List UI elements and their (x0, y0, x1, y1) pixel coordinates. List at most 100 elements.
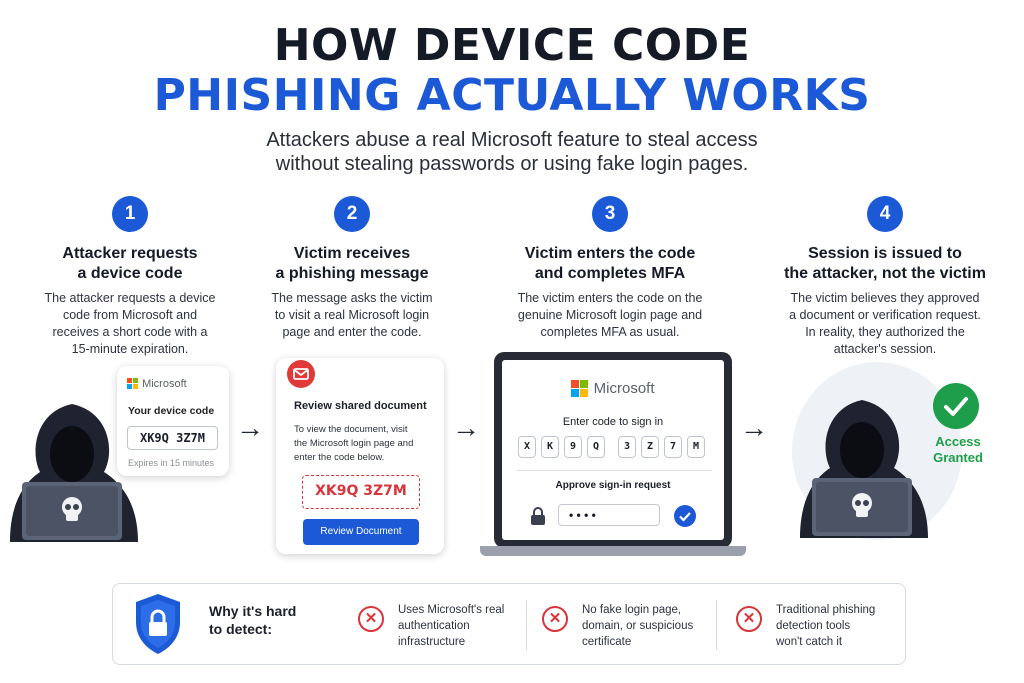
code-char-input[interactable]: K (541, 436, 559, 458)
step-desc-line: code from Microsoft and (62, 308, 198, 322)
reason-2: No fake login page, domain, or suspiciou… (582, 602, 693, 650)
phishing-email-card: Review shared document To view the docum… (276, 358, 444, 554)
code-char-input[interactable]: M (687, 436, 705, 458)
phishing-code: XK9Q 3Z7M (302, 475, 420, 509)
step-desc-line: genuine Microsoft login page and (517, 308, 703, 322)
reason-line: infrastructure (398, 636, 466, 648)
device-code-label: Your device code (128, 405, 215, 417)
email-title: Review shared document (294, 400, 427, 412)
access-line: Granted (933, 450, 983, 465)
step-desc-line: The attacker requests a device (44, 291, 216, 305)
step-title-line: a device code (77, 265, 183, 282)
step-title-line: Victim receives (293, 245, 411, 262)
step-desc-line: attacker's session. (833, 342, 937, 356)
hacker-illustration-left (10, 404, 138, 542)
step-number-badge: 3 (592, 196, 628, 232)
step-1: 1 Attacker requests a device code The at… (30, 196, 230, 358)
code-char-input[interactable]: 7 (664, 436, 682, 458)
review-document-button[interactable]: Review Document (303, 519, 419, 545)
subtitle-line2: without stealing passwords or using fake… (275, 153, 749, 175)
ms-brand-text: Microsoft (593, 380, 655, 397)
laptop: Microsoft Enter code to sign in X K 9 Q … (494, 352, 732, 548)
divider (716, 600, 717, 650)
code-char-input[interactable]: Z (641, 436, 659, 458)
microsoft-logo-icon (571, 380, 589, 398)
email-body: To view the document, visit the Microsof… (294, 423, 413, 465)
step-description: The victim enters the code on the genuin… (490, 290, 730, 341)
step-desc-line: The victim enters the code on the (517, 291, 703, 305)
code-input-row: X K 9 Q 3 Z 7 M (518, 436, 712, 460)
mail-icon (287, 360, 315, 388)
step-title-line: Session is issued to (808, 245, 962, 262)
reason-line: domain, or suspicious (582, 620, 694, 632)
email-body-line: enter the code below. (294, 452, 385, 463)
reason-line: No fake login page, (582, 604, 682, 616)
ms-brand: Microsoft (502, 380, 724, 398)
step-title: Victim receives a phishing message (252, 244, 452, 284)
step-title-line: a phishing message (275, 265, 429, 282)
step-3: 3 Victim enters the code and completes M… (490, 196, 730, 341)
divider (526, 600, 527, 650)
step-desc-line: a document or verification request. (789, 308, 981, 322)
step-desc-line: receives a short code with a (52, 325, 208, 339)
x-circle-icon: ✕ (736, 606, 762, 632)
step-desc-line: In reality, they authorized the (805, 325, 965, 339)
code-char-input[interactable]: X (518, 436, 536, 458)
step-title-line: the attacker, not the victim (784, 265, 986, 282)
device-code-card: Microsoft Your device code XK9Q 3Z7M Exp… (117, 366, 229, 476)
reason-line: detection tools (776, 620, 851, 632)
step-desc-line: 15-minute expiration. (71, 342, 189, 356)
bottom-heading-line: Why it's hard (209, 603, 297, 619)
step-number-badge: 4 (867, 196, 903, 232)
step-description: The attacker requests a device code from… (30, 290, 230, 358)
ms-brand: Microsoft (127, 378, 187, 390)
approve-label: Approve sign-in request (555, 480, 671, 491)
step-title: Attacker requests a device code (30, 244, 230, 284)
subtitle-line1: Attackers abuse a real Microsoft feature… (266, 129, 758, 151)
expiry-text: Expires in 15 minutes (128, 458, 215, 468)
code-char-input[interactable]: 3 (618, 436, 636, 458)
email-body-line: the Microsoft login page and (294, 438, 414, 449)
reason-1: Uses Microsoft's real authentication inf… (398, 602, 504, 650)
laptop-base (480, 546, 746, 556)
step-number-badge: 1 (112, 196, 148, 232)
code-prompt: Enter code to sign in (562, 416, 664, 428)
code-char-input[interactable]: 9 (564, 436, 582, 458)
why-hard-to-detect-panel: Why it's hard to detect: ✕ Uses Microsof… (112, 583, 906, 665)
bottom-heading: Why it's hard to detect: (209, 602, 296, 638)
shield-lock-icon (136, 594, 180, 654)
microsoft-logo-icon (127, 378, 139, 390)
reason-line: authentication (398, 620, 470, 632)
hacker-illustration-right (800, 400, 928, 538)
reason-line: Traditional phishing (776, 604, 876, 616)
x-circle-icon: ✕ (358, 606, 384, 632)
step-title-line: Victim enters the code (524, 245, 696, 262)
pin-input[interactable]: • • • • (558, 504, 660, 526)
step-desc-line: page and enter the code. (282, 325, 422, 339)
code-char-input[interactable]: Q (587, 436, 605, 458)
step-title-line: Attacker requests (62, 245, 198, 262)
page-title-line2: PHISHING ACTUALLY WORKS (153, 70, 871, 121)
lock-icon (531, 507, 545, 525)
reason-line: Uses Microsoft's real (398, 604, 505, 616)
page-title-line1: HOW DEVICE CODE (273, 20, 751, 71)
step-4: 4 Session is issued to the attacker, not… (760, 196, 1010, 358)
subtitle: Attackers abuse a real Microsoft feature… (0, 128, 1024, 176)
step-description: The victim believes they approved a docu… (760, 290, 1010, 358)
step-desc-line: The victim believes they approved (790, 291, 980, 305)
x-circle-icon: ✕ (542, 606, 568, 632)
check-icon (933, 383, 979, 429)
reason-line: certificate (582, 636, 632, 648)
arrow-right-icon: → (740, 412, 768, 443)
laptop-screen: Microsoft Enter code to sign in X K 9 Q … (502, 360, 724, 540)
step-number-badge: 2 (334, 196, 370, 232)
arrow-right-icon: → (236, 412, 264, 443)
skull-icon (852, 493, 872, 517)
step-desc-line: The message asks the victim (271, 291, 433, 305)
step-desc-line: completes MFA as usual. (540, 325, 680, 339)
reason-line: won't catch it (776, 636, 843, 648)
reason-3: Traditional phishing detection tools won… (776, 602, 875, 650)
check-icon[interactable] (674, 505, 696, 527)
email-body-line: To view the document, visit (294, 424, 408, 435)
step-title: Session is issued to the attacker, not t… (760, 244, 1010, 284)
